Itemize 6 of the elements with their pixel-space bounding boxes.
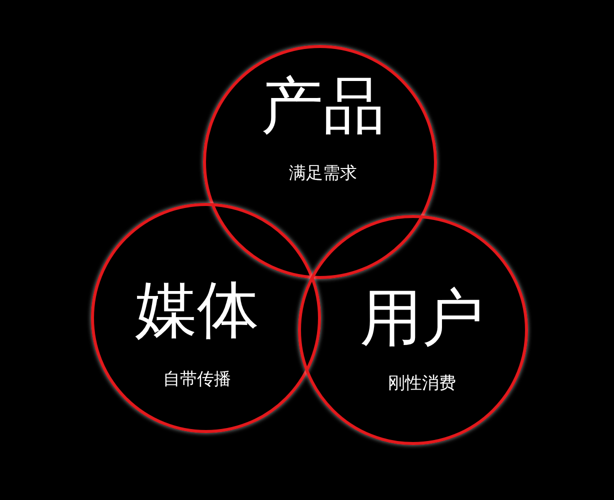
circle-subtitle: 刚性消费 (388, 374, 456, 392)
circle-title: 产品 (261, 76, 385, 138)
circle-title: 媒体 (135, 280, 259, 342)
circle-title: 用户 (360, 288, 484, 350)
circle-subtitle: 满足需求 (289, 164, 357, 182)
circle-subtitle: 自带传播 (163, 370, 231, 388)
